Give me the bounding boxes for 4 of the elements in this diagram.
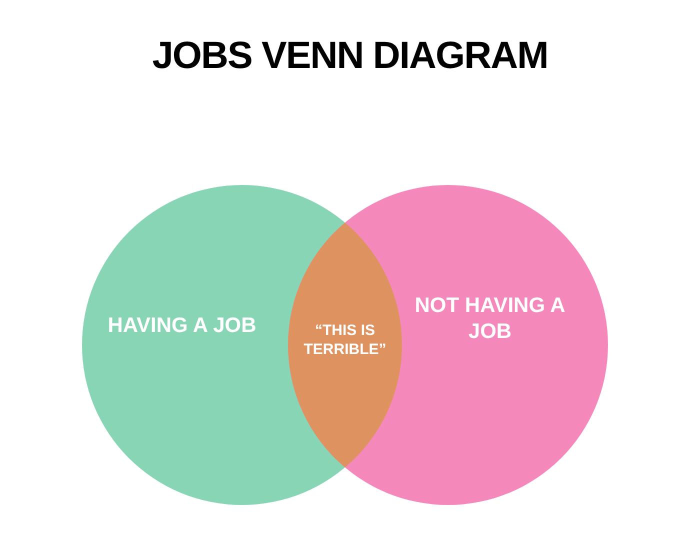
- diagram-title: JOBS VENN DIAGRAM: [152, 34, 548, 79]
- region-label: NOT HAVING A JOB: [414, 293, 566, 346]
- region-label: HAVING A JOB: [106, 313, 258, 339]
- region-label: “THIS IS TERRIBLE”: [302, 322, 388, 360]
